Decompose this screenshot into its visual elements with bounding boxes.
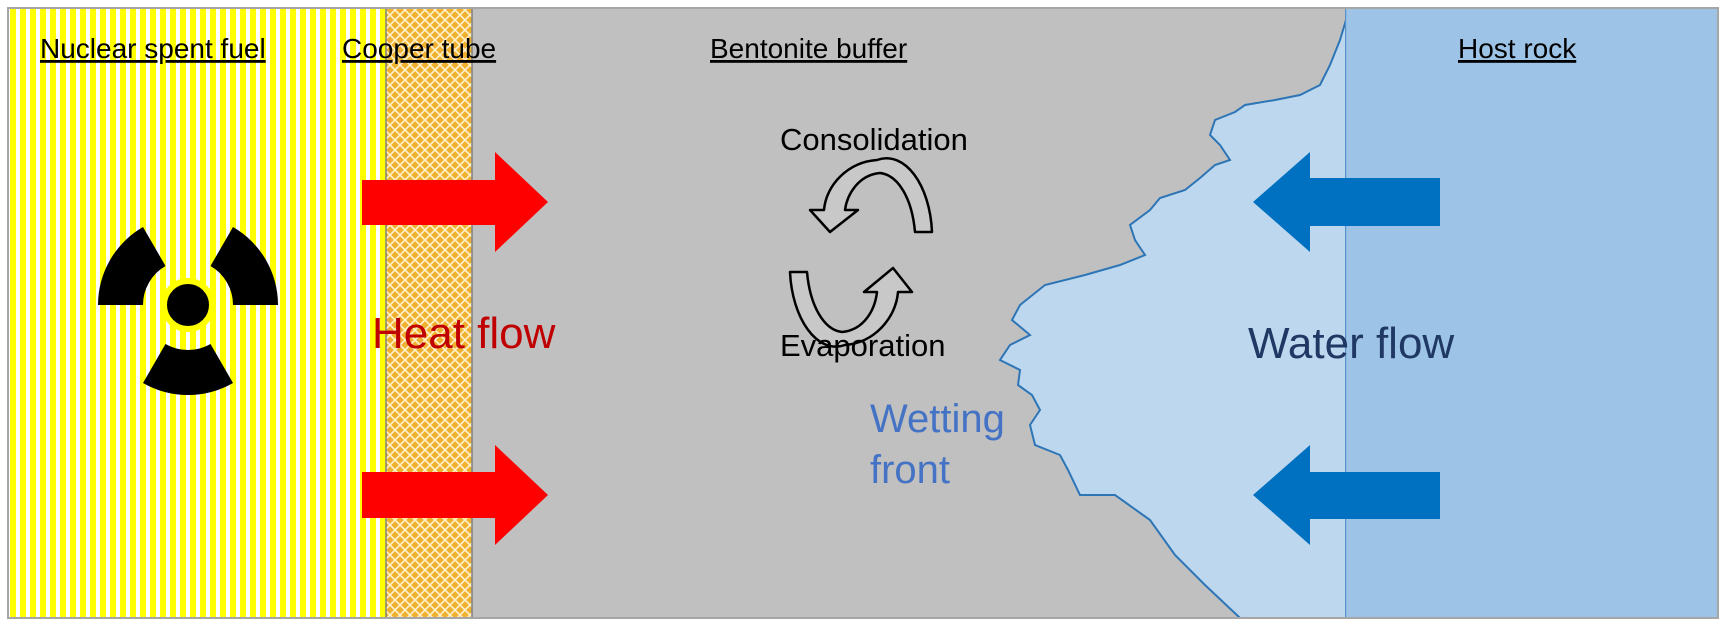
label-bentonite-buffer: Bentonite buffer: [710, 33, 907, 64]
label-heat-flow: Heat flow: [372, 309, 556, 358]
radiation-hazard-icon: [97, 227, 279, 396]
label-cooper-tube: Cooper tube: [342, 33, 496, 64]
label-host-rock: Host rock: [1458, 33, 1577, 64]
diagram-frame: [7, 7, 1719, 619]
water-flow-arrow-top: [1253, 152, 1440, 252]
cycle-arrows-icon: [788, 157, 934, 348]
label-consolidation: Consolidation: [780, 122, 968, 157]
label-evaporation: Evaporation: [780, 328, 945, 363]
cycle-arrow-top: [808, 157, 934, 234]
label-nuclear-spent-fuel: Nuclear spent fuel: [40, 33, 266, 64]
heat-flow-arrow-top: [362, 152, 548, 252]
cycle-arrow-bottom: [788, 266, 914, 348]
heat-flow-arrow-bottom: [362, 445, 548, 545]
host-rock-region: [1345, 7, 1719, 619]
label-wetting-front-line1: Wetting: [870, 397, 1005, 441]
wetting-zone: [998, 8, 1347, 619]
label-wetting-front-line2: front: [870, 448, 950, 492]
water-flow-arrow-bottom: [1253, 445, 1440, 545]
label-water-flow: Water flow: [1248, 319, 1454, 368]
